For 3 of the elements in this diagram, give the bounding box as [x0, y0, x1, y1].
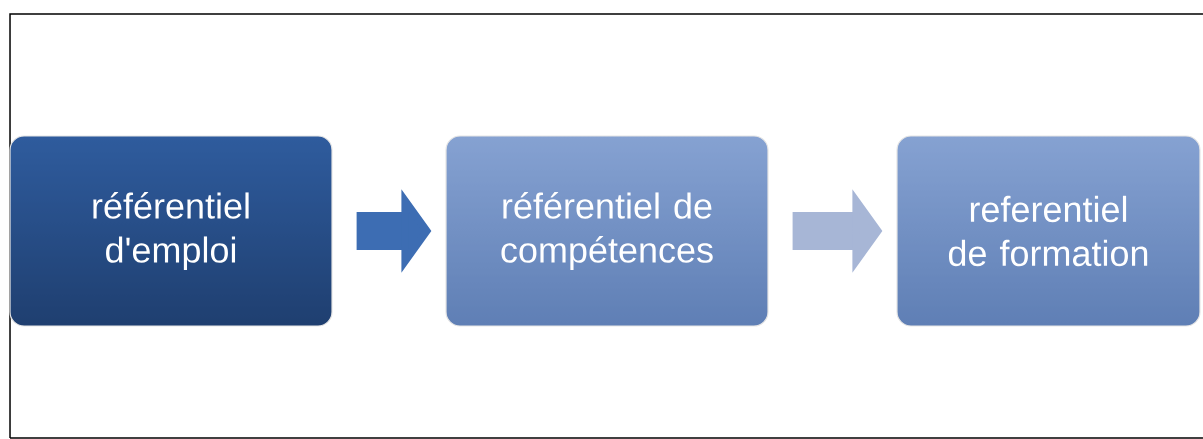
- process-box: référentiel de compétences: [445, 135, 769, 327]
- process-box: référentiel d'emploi: [9, 135, 333, 327]
- process-box: referentiel de formation: [896, 135, 1201, 327]
